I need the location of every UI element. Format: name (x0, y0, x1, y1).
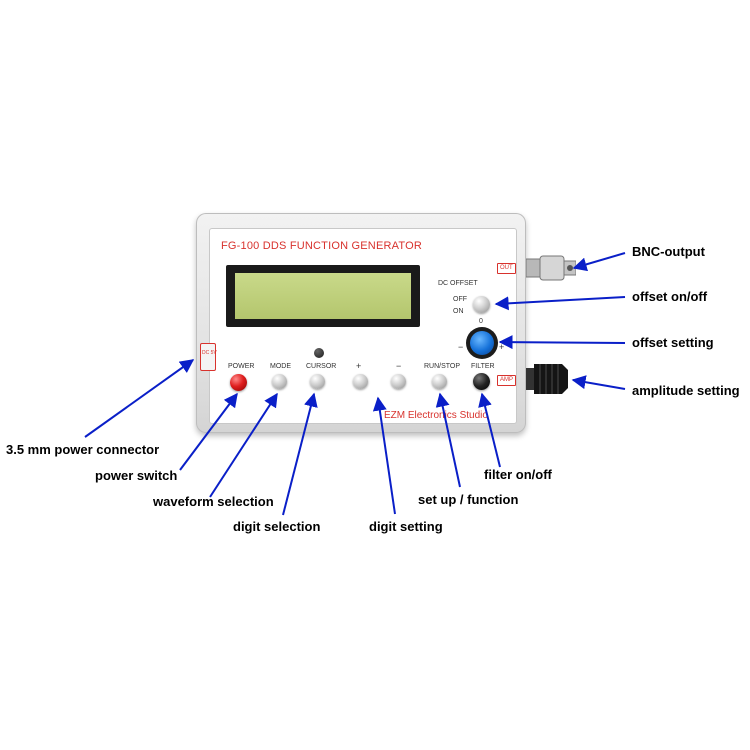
button-label-filter: FILTER (471, 363, 495, 370)
dc-offset-label: DC OFFSET (438, 280, 478, 287)
callout-bnc-output: BNC-output (632, 244, 705, 259)
minus-button[interactable] (391, 374, 406, 389)
arrow-digit-selection (282, 392, 318, 516)
offset-zero-mark: 0 (479, 318, 483, 325)
cursor-button[interactable] (310, 374, 325, 389)
amplitude-knob[interactable] (526, 360, 570, 398)
mode-button[interactable] (272, 374, 287, 389)
on-label: ON (453, 308, 464, 315)
lcd-display (235, 273, 411, 319)
power-button[interactable] (230, 374, 247, 391)
device-title: FG-100 DDS FUNCTION GENERATOR (221, 240, 422, 252)
button-label-plus: + (356, 361, 362, 371)
button-label-run-stop: RUN/STOP (424, 363, 461, 370)
offset-toggle-button[interactable] (473, 296, 490, 313)
arrow-setup-function (435, 392, 461, 488)
arrow-offset-onoff (494, 296, 626, 311)
button-label-mode: MODE (270, 363, 291, 370)
arrow-waveform-selection (209, 392, 278, 498)
callout-offset-setting: offset setting (632, 335, 714, 350)
button-label-power: POWER (228, 363, 255, 370)
arrow-digit-setting (372, 396, 396, 515)
callout-filter-onoff: filter on/off (484, 467, 552, 482)
offset-knob[interactable] (470, 331, 494, 355)
power-connector-jack: DC 5V (200, 343, 217, 371)
status-led (314, 348, 324, 358)
arrow-power-switch (179, 392, 238, 471)
arrow-filter-onoff (478, 392, 501, 468)
dc-tag: DC 5V (202, 350, 217, 356)
callout-setup-function: set up / function (418, 492, 519, 507)
button-label-cursor: CURSOR (306, 363, 337, 370)
callout-amplitude-setting: amplitude setting (632, 383, 740, 398)
arrow-bnc-output (572, 252, 626, 272)
arrow-power-connector (84, 359, 195, 438)
callout-power-switch: power switch (95, 468, 178, 483)
plus-button[interactable] (353, 374, 368, 389)
arrow-amplitude-setting (571, 375, 626, 390)
offset-minus-mark: − (458, 342, 464, 352)
callout-waveform-selection: waveform selection (153, 494, 274, 509)
arrow-offset-setting (498, 335, 626, 350)
off-label: OFF (453, 296, 467, 303)
bnc-connector (526, 255, 576, 281)
callout-offset-onoff: offset on/off (632, 289, 708, 304)
callout-power-connector: 3.5 mm power connector (6, 442, 160, 457)
amp-tag: AMP (497, 375, 517, 386)
callout-digit-setting: digit setting (369, 519, 443, 534)
brand-label: EZM Electronics Studio (384, 410, 488, 421)
filter-button[interactable] (473, 373, 490, 390)
button-label-minus: − (396, 361, 402, 371)
out-tag: OUT (497, 263, 516, 274)
callout-digit-selection: digit selection (233, 519, 321, 534)
run-stop-button[interactable] (432, 374, 447, 389)
